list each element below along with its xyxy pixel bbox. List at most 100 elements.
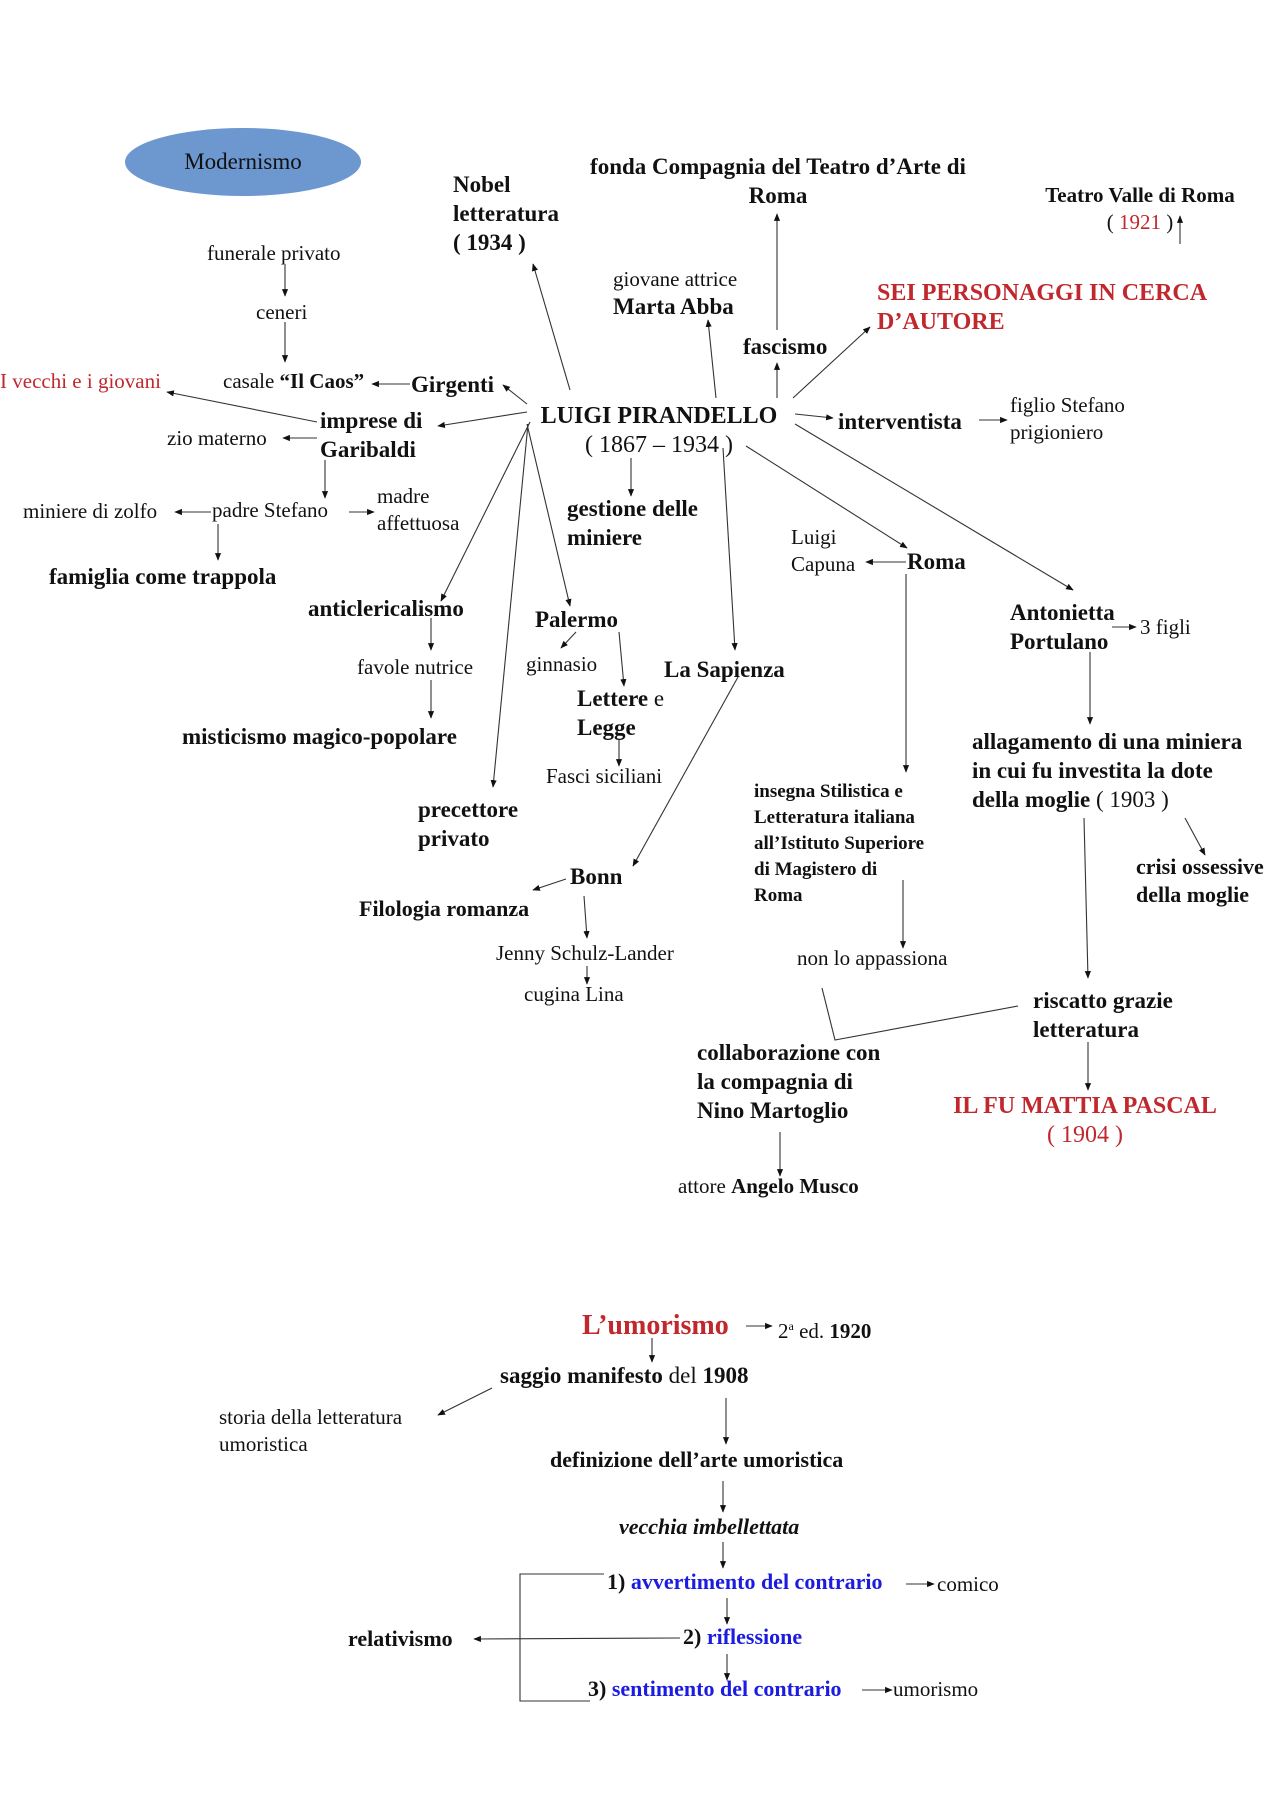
arrow-to-nobel [531,263,571,391]
nobel-year: ( 1934 ) [453,230,526,255]
node-precettore: precettore privato [418,795,518,853]
antonietta-line1: Antonietta [1010,600,1115,625]
casale-name: “Il Caos” [279,369,365,393]
node-riscatto: riscatto grazie letteratura [1033,986,1173,1044]
saggio-label: saggio manifesto [500,1363,663,1388]
arrow-to-roma [745,445,908,549]
step3-number: 3) [588,1676,612,1701]
allagamento-line1: allagamento di una miniera [972,729,1243,754]
attrice-line1: giovane attrice [613,267,738,291]
node-imprese-garibaldi: imprese di Garibaldi [320,406,422,464]
node-casale: casale “Il Caos” [223,368,364,395]
node-insegna: insegna Stilistica e Letteratura italian… [754,779,924,909]
step2-number: 2) [683,1624,707,1649]
riscatto-line1: riscatto grazie [1033,988,1173,1013]
lettere-line1: Lettere e [577,684,664,713]
modernismo-ellipse: Modernismo [125,128,361,196]
saggio-del: del [662,1363,703,1388]
madre-line1: madre [377,484,430,508]
edition-number: 2 [778,1319,789,1343]
node-padre-stefano: padre Stefano [212,498,329,522]
umorismo-step2: 2) riflessione [683,1622,802,1651]
node-compagnia-teatro: fonda Compagnia del Teatro d’Arte di Rom… [574,152,982,210]
modernismo-label: Modernismo [184,149,302,174]
umorismo-definizione: definizione dell’arte umoristica [550,1447,844,1472]
figlio-line2: prigioniero [1010,420,1104,444]
arrow-to-anticlericalismo [440,421,531,602]
arrow-to-interventista [794,413,834,421]
node-filologia: Filologia romanza [359,896,530,921]
arrow-to-jenny [583,895,590,939]
node-crisi: crisi ossessive della moglie [1136,853,1264,909]
node-bonn: Bonn [570,864,623,889]
step2-label: riflessione [706,1624,803,1649]
arrow-to-precettore [490,423,529,788]
central-name: LUIGI PIRANDELLO [540,403,778,429]
node-madre: madre affettuosa [377,483,459,537]
insegna-line5: Roma [754,885,803,906]
node-misticismo: misticismo magico-popolare [182,724,457,749]
step1-label: avvertimento del contrario [630,1569,883,1594]
allagamento-line2: in cui fu investita la dote [972,758,1213,783]
node-gestione-miniere: gestione delle miniere [567,494,698,552]
sei-personaggi-line2: D’AUTORE [877,309,1005,335]
node-fasci-siciliani: Fasci siciliani [546,764,663,788]
sei-personaggi-line1: SEI PERSONAGGI IN CERCA [877,280,1208,306]
step3-label: sentimento del contrario [611,1676,842,1701]
line-bracket-steps [519,1573,604,1702]
insegna-line3: all’Istituto Superiore [754,833,925,854]
musco-prefix: attore [678,1174,732,1198]
arrow-to-imprese [437,411,528,428]
musco-name: Angelo Musco [731,1174,859,1198]
node-roma: Roma [907,549,966,574]
node-palermo: Palermo [535,607,619,632]
umorismo-step1: 1) avvertimento del contrario [607,1567,883,1596]
umorismo-end: umorismo [893,1677,979,1701]
node-angelo-musco: attore Angelo Musco [678,1173,859,1200]
step1-number: 1) [607,1569,631,1594]
node-antonietta: Antonietta Portulano [1010,598,1115,656]
insegna-line4: di Magistero di [754,859,878,880]
arrow-to-sei-personaggi [792,326,871,399]
mattia-title: IL FU MATTIA PASCAL [953,1093,1217,1119]
node-sei-personaggi: SEI PERSONAGGI IN CERCA D’AUTORE [877,279,1207,337]
arrow-to-lettere [618,631,627,687]
node-interventista: interventista [838,409,962,434]
arrow-to-storia [437,1387,493,1416]
teatro-valle-name: Teatro Valle di Roma [1045,183,1235,207]
crisi-line1: crisi ossessive [1136,854,1264,879]
node-teatro-valle: Teatro Valle di Roma ( 1921 ) [1030,182,1250,236]
node-anticlericalismo: anticlericalismo [308,596,464,621]
node-zio: zio materno [167,426,267,450]
precettore-line1: precettore [418,797,519,822]
umorismo-saggio: saggio manifesto del 1908 [500,1361,749,1390]
imprese-line1: imprese di [320,408,423,433]
umorismo-edition: 2a ed. 1920 [778,1313,871,1345]
node-ceneri: ceneri [256,300,308,324]
node-capuana: Luigi Capuna [791,524,855,578]
imprese-line2: Garibaldi [320,437,416,462]
node-marta-abba: giovane attrice Marta Abba [613,266,737,320]
lettere-word: Lettere [577,686,649,711]
arrow-to-riscatto [1083,817,1091,979]
node-miniere-zolfo: miniere di zolfo [23,499,158,523]
saggio-year: 1908 [702,1363,749,1388]
central-dates: ( 1867 – 1934 ) [585,432,733,458]
teatro-valle-paren-open: ( [1106,210,1119,234]
compagnia-line2: Roma [748,183,808,208]
umorismo-vecchia: vecchia imbellettata [619,1514,800,1539]
node-famiglia-trappola: famiglia come trappola [49,564,277,589]
node-allagamento: allagamento di una miniera in cui fu inv… [972,727,1242,814]
umorismo-storia: storia della letteratura umoristica [219,1404,402,1458]
teatro-valle-paren-close: ) [1161,210,1174,234]
node-non-appassiona: non lo appassiona [797,946,948,970]
node-lettere-legge: Lettere e Legge [577,684,664,742]
teatro-valle-year-line: ( 1921 ) [1030,209,1250,236]
umorismo-title: L’umorismo [582,1310,729,1341]
arrow-to-bonn [632,676,739,867]
node-figlio-stefano: figlio Stefano prigioniero [1010,392,1125,446]
edition-superscript: a [788,1319,794,1333]
mattia-year: ( 1904 ) [1047,1122,1123,1148]
gestione-line2: miniere [567,525,642,550]
